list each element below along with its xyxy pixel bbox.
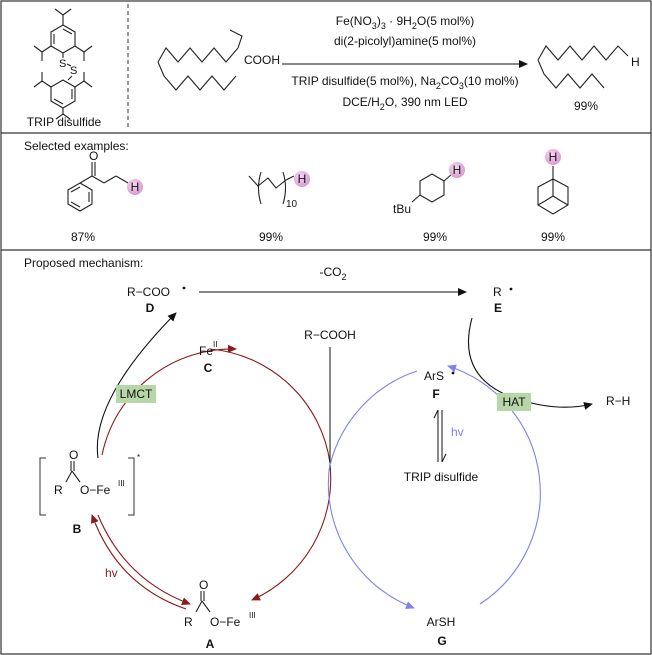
blue-cycle-right <box>447 364 541 605</box>
condition-catalyst: Fe(NO3)3 · 9H2O(5 mol%) <box>336 14 474 31</box>
example-1-yield: 87% <box>71 230 95 244</box>
red-cycle-upper-right <box>209 348 331 464</box>
species-g-formula: ArSH <box>427 615 456 629</box>
condition-additives: TRIP disulfide(5 mol%), Na2CO3(10 mol%) <box>291 74 518 91</box>
example-3-h-label: H <box>453 163 462 177</box>
example-4-yield: 99% <box>541 230 565 244</box>
example-2-h-label: H <box>298 172 307 186</box>
species-a-ox: III <box>249 611 256 620</box>
red-cycle-lmct-arc <box>101 344 237 456</box>
example-4-h-ball <box>545 149 561 165</box>
example-1-structure <box>67 162 129 212</box>
blue-cycle-lower-left <box>327 462 415 609</box>
species-b-label: B <box>73 522 82 536</box>
example-2-structure <box>248 171 295 205</box>
hv-right: hv <box>451 425 464 439</box>
species-b-r: R <box>54 483 63 497</box>
species-a-structure <box>195 591 211 613</box>
radical-dot-d <box>182 286 186 290</box>
species-d-formula: R−COO <box>127 285 170 299</box>
product-hydrogen: H <box>631 55 640 69</box>
examples-heading: Selected examples: <box>24 139 129 153</box>
species-b-carbonyl-o: O <box>69 448 78 462</box>
svg-text:S: S <box>59 58 66 70</box>
lmct-to-d-arrow <box>96 312 177 459</box>
species-f-formula: ArS <box>424 369 444 383</box>
trip-disulfide-structure: S S <box>33 8 93 120</box>
product-chain <box>537 45 629 89</box>
example-1-h-ball <box>127 179 143 195</box>
species-d-label: D <box>146 301 155 315</box>
example-3-structure <box>411 173 453 203</box>
mechanism-heading: Proposed mechanism: <box>24 256 143 270</box>
co2-loss: -CO2 <box>319 265 346 282</box>
species-b-ox: III <box>118 479 125 488</box>
product-rh: R−H <box>606 394 630 408</box>
example-3-h-ball <box>449 162 465 178</box>
example-1-h-label: H <box>131 180 140 194</box>
species-b-charge: * <box>137 453 140 462</box>
trip-disulfide-label: TRIP disulfide <box>27 115 102 129</box>
condition-ligand: di(2-picolyl)amine(5 mol%) <box>334 34 476 48</box>
species-g-label: G <box>437 634 446 648</box>
species-a-carbonyl-o: O <box>199 578 208 592</box>
hat-badge <box>497 393 531 411</box>
radical-dot-f <box>451 371 455 375</box>
svg-text:S: S <box>70 65 77 77</box>
species-c-label: C <box>204 361 213 375</box>
red-cycle-lower-right <box>251 464 332 601</box>
example-4-h-label: H <box>549 150 558 164</box>
hv-arrow-back <box>90 514 187 610</box>
example-1-oxygen: O <box>89 149 98 163</box>
example-2-yield: 99% <box>259 230 283 244</box>
substrate-acid-group: COOH <box>244 53 280 67</box>
species-a-label: A <box>206 637 215 651</box>
species-b-chain: O−Fe <box>80 483 111 497</box>
example-3-yield: 99% <box>423 230 447 244</box>
species-b-structure <box>39 457 135 516</box>
product-yield: 99% <box>574 99 598 113</box>
lmct-badge <box>116 385 156 403</box>
substrate-chain <box>157 29 243 91</box>
lmct-label: LMCT <box>120 387 153 401</box>
trip-disulfide-mechanism: TRIP disulfide <box>404 470 479 484</box>
species-c-ox: II <box>213 340 217 349</box>
hv-left: hv <box>105 566 118 580</box>
condition-solvent-light: DCE/H2O, 390 nm LED <box>342 95 467 112</box>
species-e-formula: R <box>493 285 502 299</box>
blue-cycle-upper-left <box>329 370 418 466</box>
species-a-r: R <box>184 615 193 629</box>
example-2-subscript: 10 <box>286 199 298 210</box>
example-2-h-ball <box>294 171 310 187</box>
hat-label: HAT <box>502 395 526 409</box>
species-e-label: E <box>494 301 502 315</box>
carboxylic-acid: R−COOH <box>304 328 356 342</box>
species-a-chain: O−Fe <box>210 615 241 629</box>
example-4-structure <box>537 166 569 215</box>
species-f-label: F <box>432 387 439 401</box>
radical-dot-e <box>509 287 513 291</box>
hv-arrow-forward <box>97 514 191 605</box>
example-3-tbu: tBu <box>393 202 411 216</box>
species-c-formula: Fe <box>199 344 213 358</box>
